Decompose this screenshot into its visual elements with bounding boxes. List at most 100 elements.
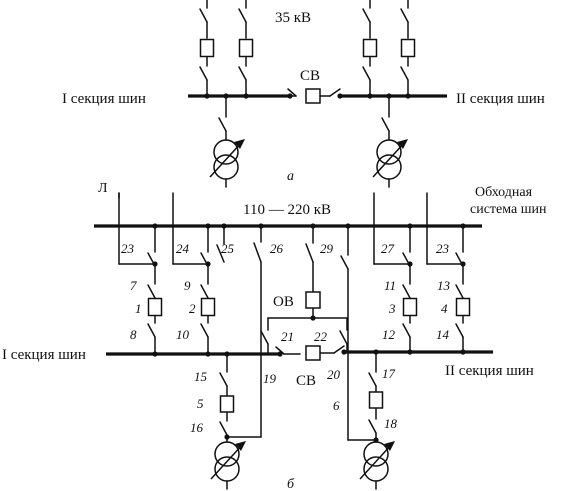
a-tie-breaker [305, 88, 321, 104]
a-feeder-1-disconnector-line [199, 8, 208, 23]
num-11: 11 [384, 278, 396, 293]
b-feeder-3-bus-disconnector [402, 323, 411, 338]
b-feeder-4-bus-junction [460, 349, 466, 355]
b-breaker-6 [368, 391, 384, 409]
b-section-left-label: I секция шин [2, 347, 86, 363]
a-trafo-2-winding-1 [376, 139, 402, 165]
b-tap-right-trafo [345, 223, 351, 229]
b-feeder-4-bus-disconnector [455, 323, 464, 338]
a-trafo-2-winding-2 [376, 154, 402, 180]
a-feeder-4-breaker [400, 38, 416, 58]
a-trafo-1-bus-junction [223, 93, 229, 99]
a-feeder-3-breaker [362, 38, 378, 58]
b-tie-breaker-SV [305, 345, 321, 361]
num-29: 29 [320, 241, 334, 256]
b-trafo-2-regulation-arrow [359, 443, 393, 480]
b-feeder-3-bus-junction [407, 349, 413, 355]
b-trafo2-bypass-node [373, 437, 379, 443]
num-10: 10 [176, 327, 190, 342]
b-feeder-1-bus-disconnector [147, 323, 156, 338]
num-2: 2 [189, 301, 196, 316]
b-feeder-2-bus-disconnector [200, 323, 209, 338]
num-25: 25 [221, 241, 235, 256]
num-13: 13 [437, 278, 451, 293]
a-feeder-2-disconnector-line [238, 8, 247, 23]
b-feeder-2-line-node [205, 261, 211, 267]
b-disconnector-19 [275, 346, 285, 355]
b-disconnector-22 [339, 330, 348, 345]
b-disconnector-29 [305, 243, 314, 263]
b-disconnector-18 [368, 419, 377, 434]
b-trafo-1-winding-2 [214, 456, 240, 482]
a-tie-disconnector-left [287, 88, 297, 97]
b-disconnector-20 [333, 345, 345, 354]
b-feeder-3-line-disconnector [402, 284, 411, 299]
a-tie-disconnector-right [329, 88, 341, 97]
num-23-right: 23 [436, 241, 450, 256]
b-feeder-3-line-node [407, 261, 413, 267]
num-26: 26 [270, 241, 284, 256]
num-4: 4 [441, 301, 448, 316]
b-feeder-3-breaker [402, 297, 418, 317]
junction-dots [152, 93, 466, 443]
b-disconnector-17 [368, 372, 377, 387]
a-feeder-4-disconnector-bus [400, 66, 409, 81]
num-8: 8 [130, 327, 137, 342]
a-feeder-1-breaker [199, 38, 215, 58]
b-tie-breaker-label: СВ [296, 373, 316, 389]
a-trafo-1-regulation-arrow [209, 141, 243, 178]
num-9: 9 [184, 278, 191, 293]
b-ob-tap-29 [310, 223, 316, 229]
a-tie-junction-right [337, 93, 343, 99]
b-feeder-2-bus-junction [205, 351, 211, 357]
a-trafo-2-regulation-arrow [372, 141, 406, 178]
a-trafo-2-arrow-head [397, 139, 408, 149]
b-voltage-label: 110 — 220 кВ [243, 202, 331, 218]
b-bypass-label-line1: Обходная [475, 185, 533, 200]
num-5: 5 [197, 396, 204, 411]
b-trafo-2-winding-2 [363, 456, 389, 482]
a-trafo-1-winding-1 [213, 139, 239, 165]
b-ob-tap-26 [258, 223, 264, 229]
a-feeder-3-disconnector-bus [362, 66, 371, 81]
a-voltage-label: 35 кВ [275, 10, 311, 26]
a-feeder-3-bus-junction [367, 93, 373, 99]
wiring [118, 0, 464, 490]
a-caption: а [287, 169, 294, 184]
num-20: 20 [327, 367, 341, 382]
devices [147, 8, 471, 482]
b-right-bypass-disconnector [340, 255, 349, 270]
num-19: 19 [263, 371, 277, 386]
b-feeder-1-breaker [147, 297, 163, 317]
b-caption: б [287, 477, 295, 491]
b-trafo-1-winding-1 [214, 441, 240, 467]
b-bypass-label-line2: система шин [470, 202, 547, 217]
a-feeder-1-disconnector-bus [199, 66, 208, 81]
b-feeder-2-breaker [200, 297, 216, 317]
a-feeder-4-disconnector-line [400, 8, 409, 23]
num-1: 1 [135, 301, 142, 316]
a-feeder-3-disconnector-line [362, 8, 371, 23]
b-disconnector-25 [216, 244, 225, 263]
b-feeder-2-line-disconnector [200, 284, 209, 299]
b-tap-25 [221, 223, 227, 229]
b-trafo-1-regulation-arrow [210, 443, 244, 480]
a-feeder-2-breaker [238, 38, 254, 58]
b-feeder-4-line-disconnector [455, 284, 464, 299]
b-disconnector-15 [219, 372, 228, 387]
num-21: 21 [281, 329, 294, 344]
a-feeder-4-bus-junction [405, 93, 411, 99]
b-disconnector-16 [219, 421, 228, 436]
b-tie-junction-right [341, 349, 347, 355]
b-ob-node [310, 315, 316, 321]
b-disconnector-26 [253, 242, 262, 263]
b-section-right-label: II секция шин [445, 363, 534, 379]
b-disconnector-21 [260, 330, 269, 345]
a-trafo-1-winding-2 [213, 154, 239, 180]
a-tie-junction-left [287, 93, 293, 99]
b-feeder-1-line-node [152, 261, 158, 267]
b-trafo-2-arrow-head [384, 441, 395, 451]
b-bypass-breaker-label: ОВ [273, 294, 294, 310]
num-23-left: 23 [121, 241, 135, 256]
